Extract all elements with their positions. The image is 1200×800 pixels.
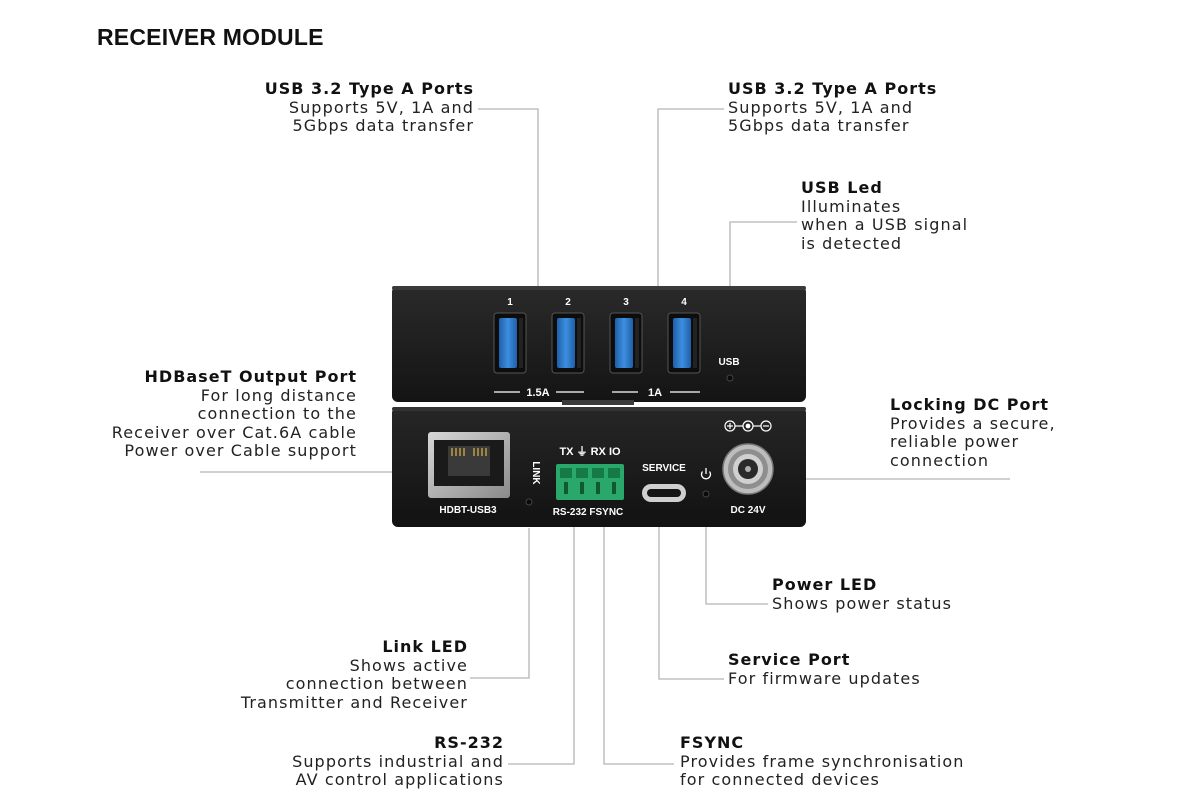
callout-line: Supports 5V, 1A and xyxy=(728,97,914,117)
usb-port-2 xyxy=(551,312,585,374)
power-icon xyxy=(700,468,712,480)
callout-line: Supports 5V, 1A and xyxy=(288,97,474,117)
port-number-1: 1 xyxy=(507,297,513,308)
callout-usb-led: USB Led Illuminates when a USB signal is… xyxy=(801,178,969,253)
callout-line: Provides frame synchronisation xyxy=(680,751,965,771)
callout-line: 5Gbps data transfer xyxy=(728,116,910,135)
port-number-3: 3 xyxy=(623,297,629,308)
usb-led-label: USB xyxy=(718,357,739,368)
callout-line: connection xyxy=(890,450,990,470)
callout-fsync: FSYNC Provides frame synchronisation for… xyxy=(680,733,965,790)
callout-hdbaset-port: HDBaseT Output Port For long distance co… xyxy=(111,367,357,461)
callout-line: Shows power status xyxy=(772,593,953,613)
callout-line: AV control applications xyxy=(295,770,504,789)
page-title: RECEIVER MODULE xyxy=(97,24,324,50)
link-led xyxy=(525,498,533,506)
callout-line: is detected xyxy=(801,233,903,253)
terminal-top-label: TX ⏚ RX IO xyxy=(559,445,621,458)
callout-heading: RS-232 xyxy=(434,733,504,752)
port-number-2: 2 xyxy=(565,297,571,308)
callout-line: reliable power xyxy=(890,432,1020,451)
callout-line: connection between xyxy=(285,674,468,693)
callout-usb-ports-left: USB 3.2 Type A Ports Supports 5V, 1A and… xyxy=(264,79,474,136)
leader-link xyxy=(470,528,530,679)
callout-heading: USB 3.2 Type A Ports xyxy=(728,79,938,98)
callout-link-led: Link LED Shows active connection between… xyxy=(240,637,468,712)
callout-line: when a USB signal xyxy=(801,215,969,234)
top-panel xyxy=(392,286,806,402)
callout-line: Shows active xyxy=(349,655,468,675)
callout-heading: Service Port xyxy=(728,650,851,669)
usb-led xyxy=(726,374,734,382)
leader-usb-left xyxy=(478,108,539,296)
callout-power-led: Power LED Shows power status xyxy=(772,575,953,613)
leader-fsync xyxy=(603,522,674,765)
current-label-right: 1A xyxy=(648,387,662,399)
polarity-icon xyxy=(724,420,772,432)
callout-line: Illuminates xyxy=(801,196,902,216)
leader-usb-right xyxy=(657,108,724,296)
terminal-block xyxy=(556,464,624,500)
hdbt-port xyxy=(428,432,510,498)
callout-heading: HDBaseT Output Port xyxy=(144,367,357,386)
callout-line: For firmware updates xyxy=(728,668,921,688)
leader-service xyxy=(658,520,724,680)
callout-heading: Locking DC Port xyxy=(890,395,1050,414)
callout-heading: USB Led xyxy=(801,178,883,197)
callout-line: connection to the xyxy=(197,404,357,423)
callout-rs232: RS-232 Supports industrial and AV contro… xyxy=(292,733,504,790)
callout-line: Supports industrial and xyxy=(292,751,504,771)
callout-line: Transmitter and Receiver xyxy=(240,692,468,712)
callout-heading: USB 3.2 Type A Ports xyxy=(264,79,474,98)
terminal-bottom-label: RS-232 FSYNC xyxy=(553,507,624,518)
power-led xyxy=(702,490,710,498)
current-label-left: 1.5A xyxy=(526,387,549,399)
callout-service-port: Service Port For firmware updates xyxy=(728,650,921,688)
callout-usb-ports-right: USB 3.2 Type A Ports Supports 5V, 1A and… xyxy=(728,79,938,136)
hdbt-label: HDBT-USB3 xyxy=(439,505,497,516)
port-number-4: 4 xyxy=(681,297,687,308)
dc-port xyxy=(722,443,774,495)
usb-port-4 xyxy=(667,312,701,374)
callout-heading: Link LED xyxy=(382,637,468,656)
dc-label: DC 24V xyxy=(730,505,765,516)
callout-line: 5Gbps data transfer xyxy=(292,116,474,135)
callout-line: Power over Cable support xyxy=(124,441,357,460)
callout-line: Receiver over Cat.6A cable xyxy=(111,422,357,442)
service-label: SERVICE xyxy=(642,463,686,474)
callout-locking-dc-port: Locking DC Port Provides a secure, relia… xyxy=(890,395,1056,470)
callout-heading: FSYNC xyxy=(680,733,745,752)
usb-port-3 xyxy=(609,312,643,374)
callout-heading: Power LED xyxy=(772,575,878,594)
callout-line: For long distance xyxy=(200,385,357,405)
leader-power-led xyxy=(705,525,768,605)
usb-port-1 xyxy=(493,312,527,374)
leader-rs232 xyxy=(508,522,575,765)
link-label: LINK xyxy=(530,461,541,485)
callout-line: for connected devices xyxy=(680,770,880,789)
service-port xyxy=(642,484,686,502)
callout-line: Provides a secure, xyxy=(890,413,1056,433)
